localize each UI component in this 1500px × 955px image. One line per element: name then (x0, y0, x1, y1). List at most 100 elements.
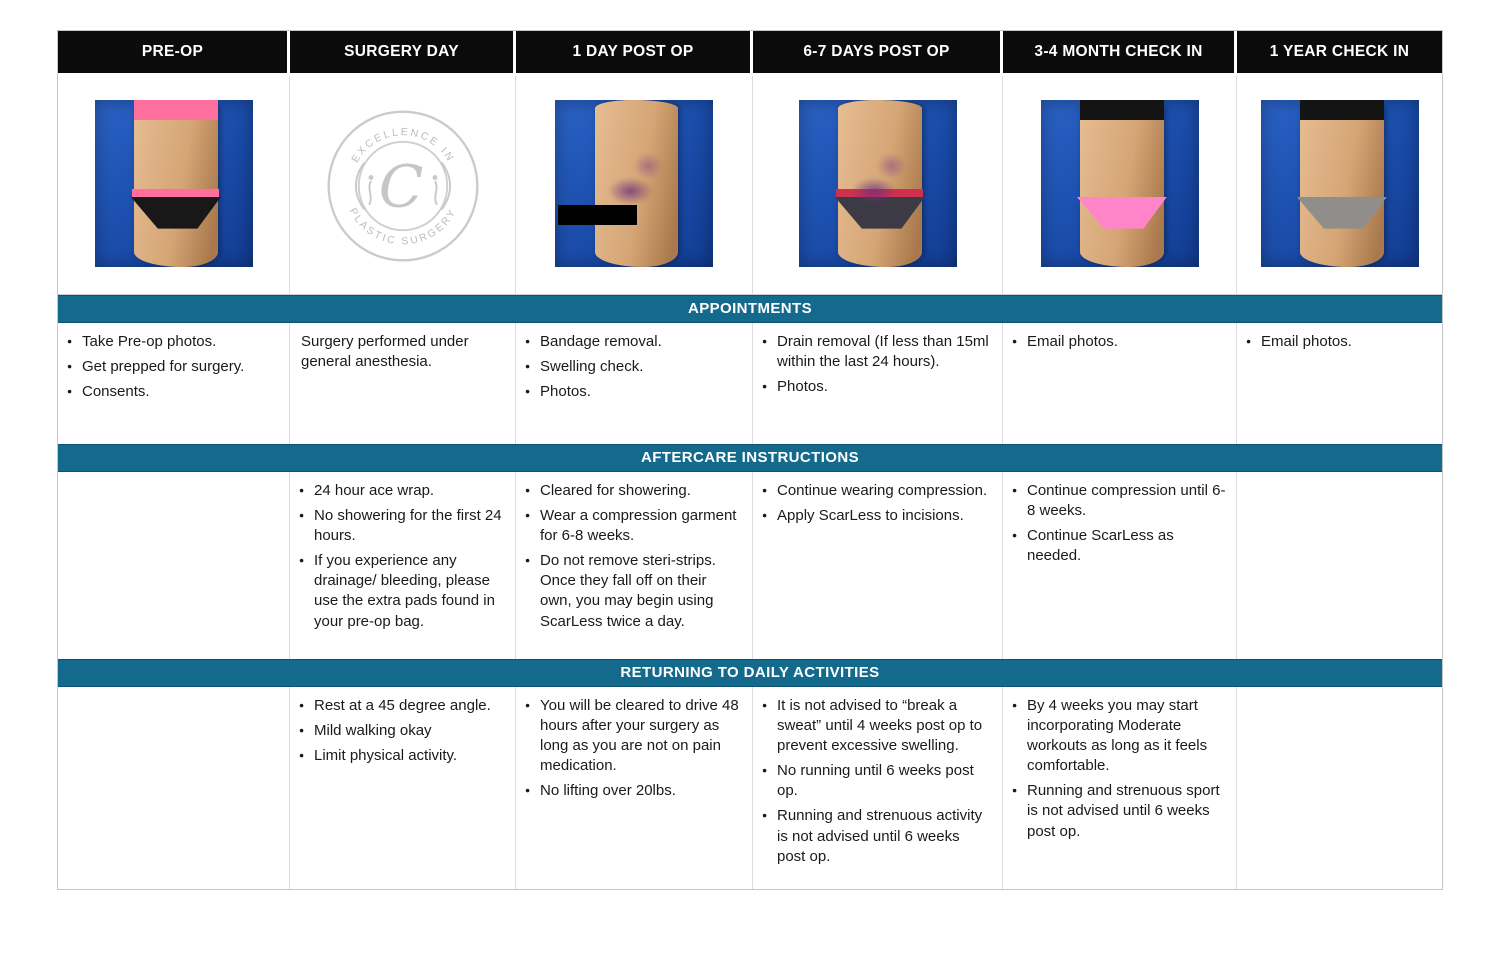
torso-illustration (1080, 100, 1164, 267)
bullet-item: Drain removal (If less than 15ml within … (762, 332, 992, 372)
bullet-list: 24 hour ace wrap. No showering for the fi… (299, 481, 505, 632)
bullet-item: 24 hour ace wrap. (299, 481, 505, 501)
1-year-check-in-photo (1260, 100, 1419, 267)
section-band-returning-to-daily-activities: RETURNING TO DAILY ACTIVITIES (58, 659, 1442, 687)
appointments-row: Take Pre-op photos. Get prepped for surge… (58, 323, 1442, 444)
bullet-item: No running until 6 weeks post op. (762, 761, 992, 801)
photo-cell-surgery-day-logo: EXCELLENCE IN PLASTIC SURGERY C (290, 76, 516, 294)
aftercare-cell-surgery-day: 24 hour ace wrap. No showering for the fi… (290, 472, 516, 659)
bullet-item: Bandage removal. (525, 332, 742, 352)
bullet-item: Rest at a 45 degree angle. (299, 696, 505, 716)
bullet-item: Wear a compression garment for 6-8 weeks… (525, 506, 742, 546)
bullet-item: By 4 weeks you may start incorporating M… (1012, 696, 1226, 776)
section-band-aftercare-instructions: AFTERCARE INSTRUCTIONS (58, 444, 1442, 472)
bullet-item: Email photos. (1012, 332, 1226, 352)
bullet-item: Photos. (525, 382, 742, 402)
photo-cell-1-day-post-op (516, 76, 753, 294)
recovery-timeline-table: PRE-OP SURGERY DAY 1 DAY POST OP 6-7 DAY… (57, 30, 1443, 890)
sports-bra-shape (1080, 100, 1164, 121)
bullet-list: Cleared for showering. Wear a compression… (525, 481, 742, 632)
bullet-item: Photos. (762, 377, 992, 397)
appointments-cell-pre-op: Take Pre-op photos. Get prepped for surge… (58, 323, 290, 444)
daily-activities-row: Rest at a 45 degree angle. Mild walking o… (58, 687, 1442, 889)
3-4-month-check-in-photo (1040, 100, 1199, 267)
daily-cell-pre-op-empty (58, 687, 290, 889)
torso-illustration (1300, 100, 1384, 267)
daily-cell-1-day-post-op: You will be cleared to drive 48 hours af… (516, 687, 753, 889)
bullet-item: Continue ScarLess as needed. (1012, 526, 1226, 566)
bullet-item: Continue wearing compression. (762, 481, 992, 501)
bullet-item: Email photos. (1246, 332, 1432, 352)
sports-bra-shape (1300, 100, 1384, 121)
figure-silhouette-right-icon (432, 161, 451, 211)
1-day-post-op-photo (555, 100, 713, 267)
aftercare-cell-1-day-post-op: Cleared for showering. Wear a compression… (516, 472, 753, 659)
bullet-list: Email photos. (1246, 332, 1432, 352)
bullet-list: Drain removal (If less than 15ml within … (762, 332, 992, 397)
surgery-day-note: Surgery performed under general anesthes… (301, 333, 469, 371)
6-7-days-post-op-photo (798, 100, 957, 267)
column-header-1-day-post-op: 1 DAY POST OP (516, 31, 753, 73)
waistband-shape (132, 188, 220, 197)
column-header-1-year-check-in: 1 YEAR CHECK IN (1237, 31, 1442, 73)
bullet-item: Limit physical activity. (299, 746, 505, 766)
aftercare-row: 24 hour ace wrap. No showering for the fi… (58, 472, 1442, 659)
bullet-list: Bandage removal. Swelling check. Photos. (525, 332, 742, 402)
bruise-overlay (599, 146, 669, 211)
bullet-item: Mild walking okay (299, 721, 505, 741)
bullet-item: You will be cleared to drive 48 hours af… (525, 696, 742, 776)
column-header-row: PRE-OP SURGERY DAY 1 DAY POST OP 6-7 DAY… (58, 31, 1442, 76)
logo-outer-ring (326, 110, 479, 262)
bullet-list: You will be cleared to drive 48 hours af… (525, 696, 742, 801)
appointments-cell-6-7-days-post-op: Drain removal (If less than 15ml within … (753, 323, 1003, 444)
aftercare-cell-3-4-month-check-in: Continue compression until 6-8 weeks. Con… (1003, 472, 1237, 659)
bikini-top-shape (134, 100, 218, 121)
photo-cell-6-7-days-post-op (753, 76, 1003, 294)
photo-cell-1-year-check-in (1237, 76, 1442, 294)
bullet-item: Running and strenuous sport is not advis… (1012, 781, 1226, 841)
daily-cell-6-7-days-post-op: It is not advised to “break a sweat” unt… (753, 687, 1003, 889)
bullet-list: By 4 weeks you may start incorporating M… (1012, 696, 1226, 842)
bullet-item: Continue compression until 6-8 weeks. (1012, 481, 1226, 521)
bullet-item: Do not remove steri-strips. Once they fa… (525, 551, 742, 631)
aftercare-cell-pre-op-empty (58, 472, 290, 659)
bullet-item: Get prepped for surgery. (67, 357, 279, 377)
daily-cell-1-year-check-in-empty (1237, 687, 1442, 889)
daily-cell-3-4-month-check-in: By 4 weeks you may start incorporating M… (1003, 687, 1237, 889)
bruise-overlay (842, 146, 913, 211)
torso-illustration (134, 100, 218, 267)
bullet-item: Cleared for showering. (525, 481, 742, 501)
bullet-item: Consents. (67, 382, 279, 402)
daily-cell-surgery-day: Rest at a 45 degree angle. Mild walking o… (290, 687, 516, 889)
column-header-6-7-days-post-op: 6-7 DAYS POST OP (753, 31, 1003, 73)
column-header-3-4-month-check-in: 3-4 MONTH CHECK IN (1003, 31, 1237, 73)
photo-cell-pre-op (58, 76, 290, 294)
logo-inner-ring (357, 140, 448, 232)
bullet-list: Continue compression until 6-8 weeks. Con… (1012, 481, 1226, 566)
bullet-item: Swelling check. (525, 357, 742, 377)
pre-op-photo (94, 100, 253, 267)
aftercare-cell-1-year-check-in-empty (1237, 472, 1442, 659)
figure-silhouette-left-icon (354, 161, 373, 211)
bullet-list: Rest at a 45 degree angle. Mild walking o… (299, 696, 505, 766)
appointments-cell-surgery-day: Surgery performed under general anesthes… (290, 323, 516, 444)
bullet-item: If you experience any drainage/ bleeding… (299, 551, 505, 631)
appointments-cell-1-day-post-op: Bandage removal. Swelling check. Photos. (516, 323, 753, 444)
bullet-item: It is not advised to “break a sweat” unt… (762, 696, 992, 756)
privacy-bar (558, 205, 638, 226)
photo-row: EXCELLENCE IN PLASTIC SURGERY C (58, 76, 1442, 295)
bullet-item: Running and strenuous activity is not ad… (762, 806, 992, 866)
bullet-list: Email photos. (1012, 332, 1226, 352)
bullet-item: Take Pre-op photos. (67, 332, 279, 352)
column-header-surgery-day: SURGERY DAY (290, 31, 516, 73)
bullet-item: Apply ScarLess to incisions. (762, 506, 992, 526)
photo-cell-3-4-month-check-in (1003, 76, 1237, 294)
section-band-appointments: APPOINTMENTS (58, 295, 1442, 323)
column-header-pre-op: PRE-OP (58, 31, 290, 73)
bullet-list: Continue wearing compression. Apply ScarL… (762, 481, 992, 526)
appointments-cell-3-4-month-check-in: Email photos. (1003, 323, 1237, 444)
appointments-cell-1-year-check-in: Email photos. (1237, 323, 1442, 444)
bullet-item: No lifting over 20lbs. (525, 781, 742, 801)
bullet-item: No showering for the first 24 hours. (299, 506, 505, 546)
logo-monogram: C (378, 153, 423, 221)
